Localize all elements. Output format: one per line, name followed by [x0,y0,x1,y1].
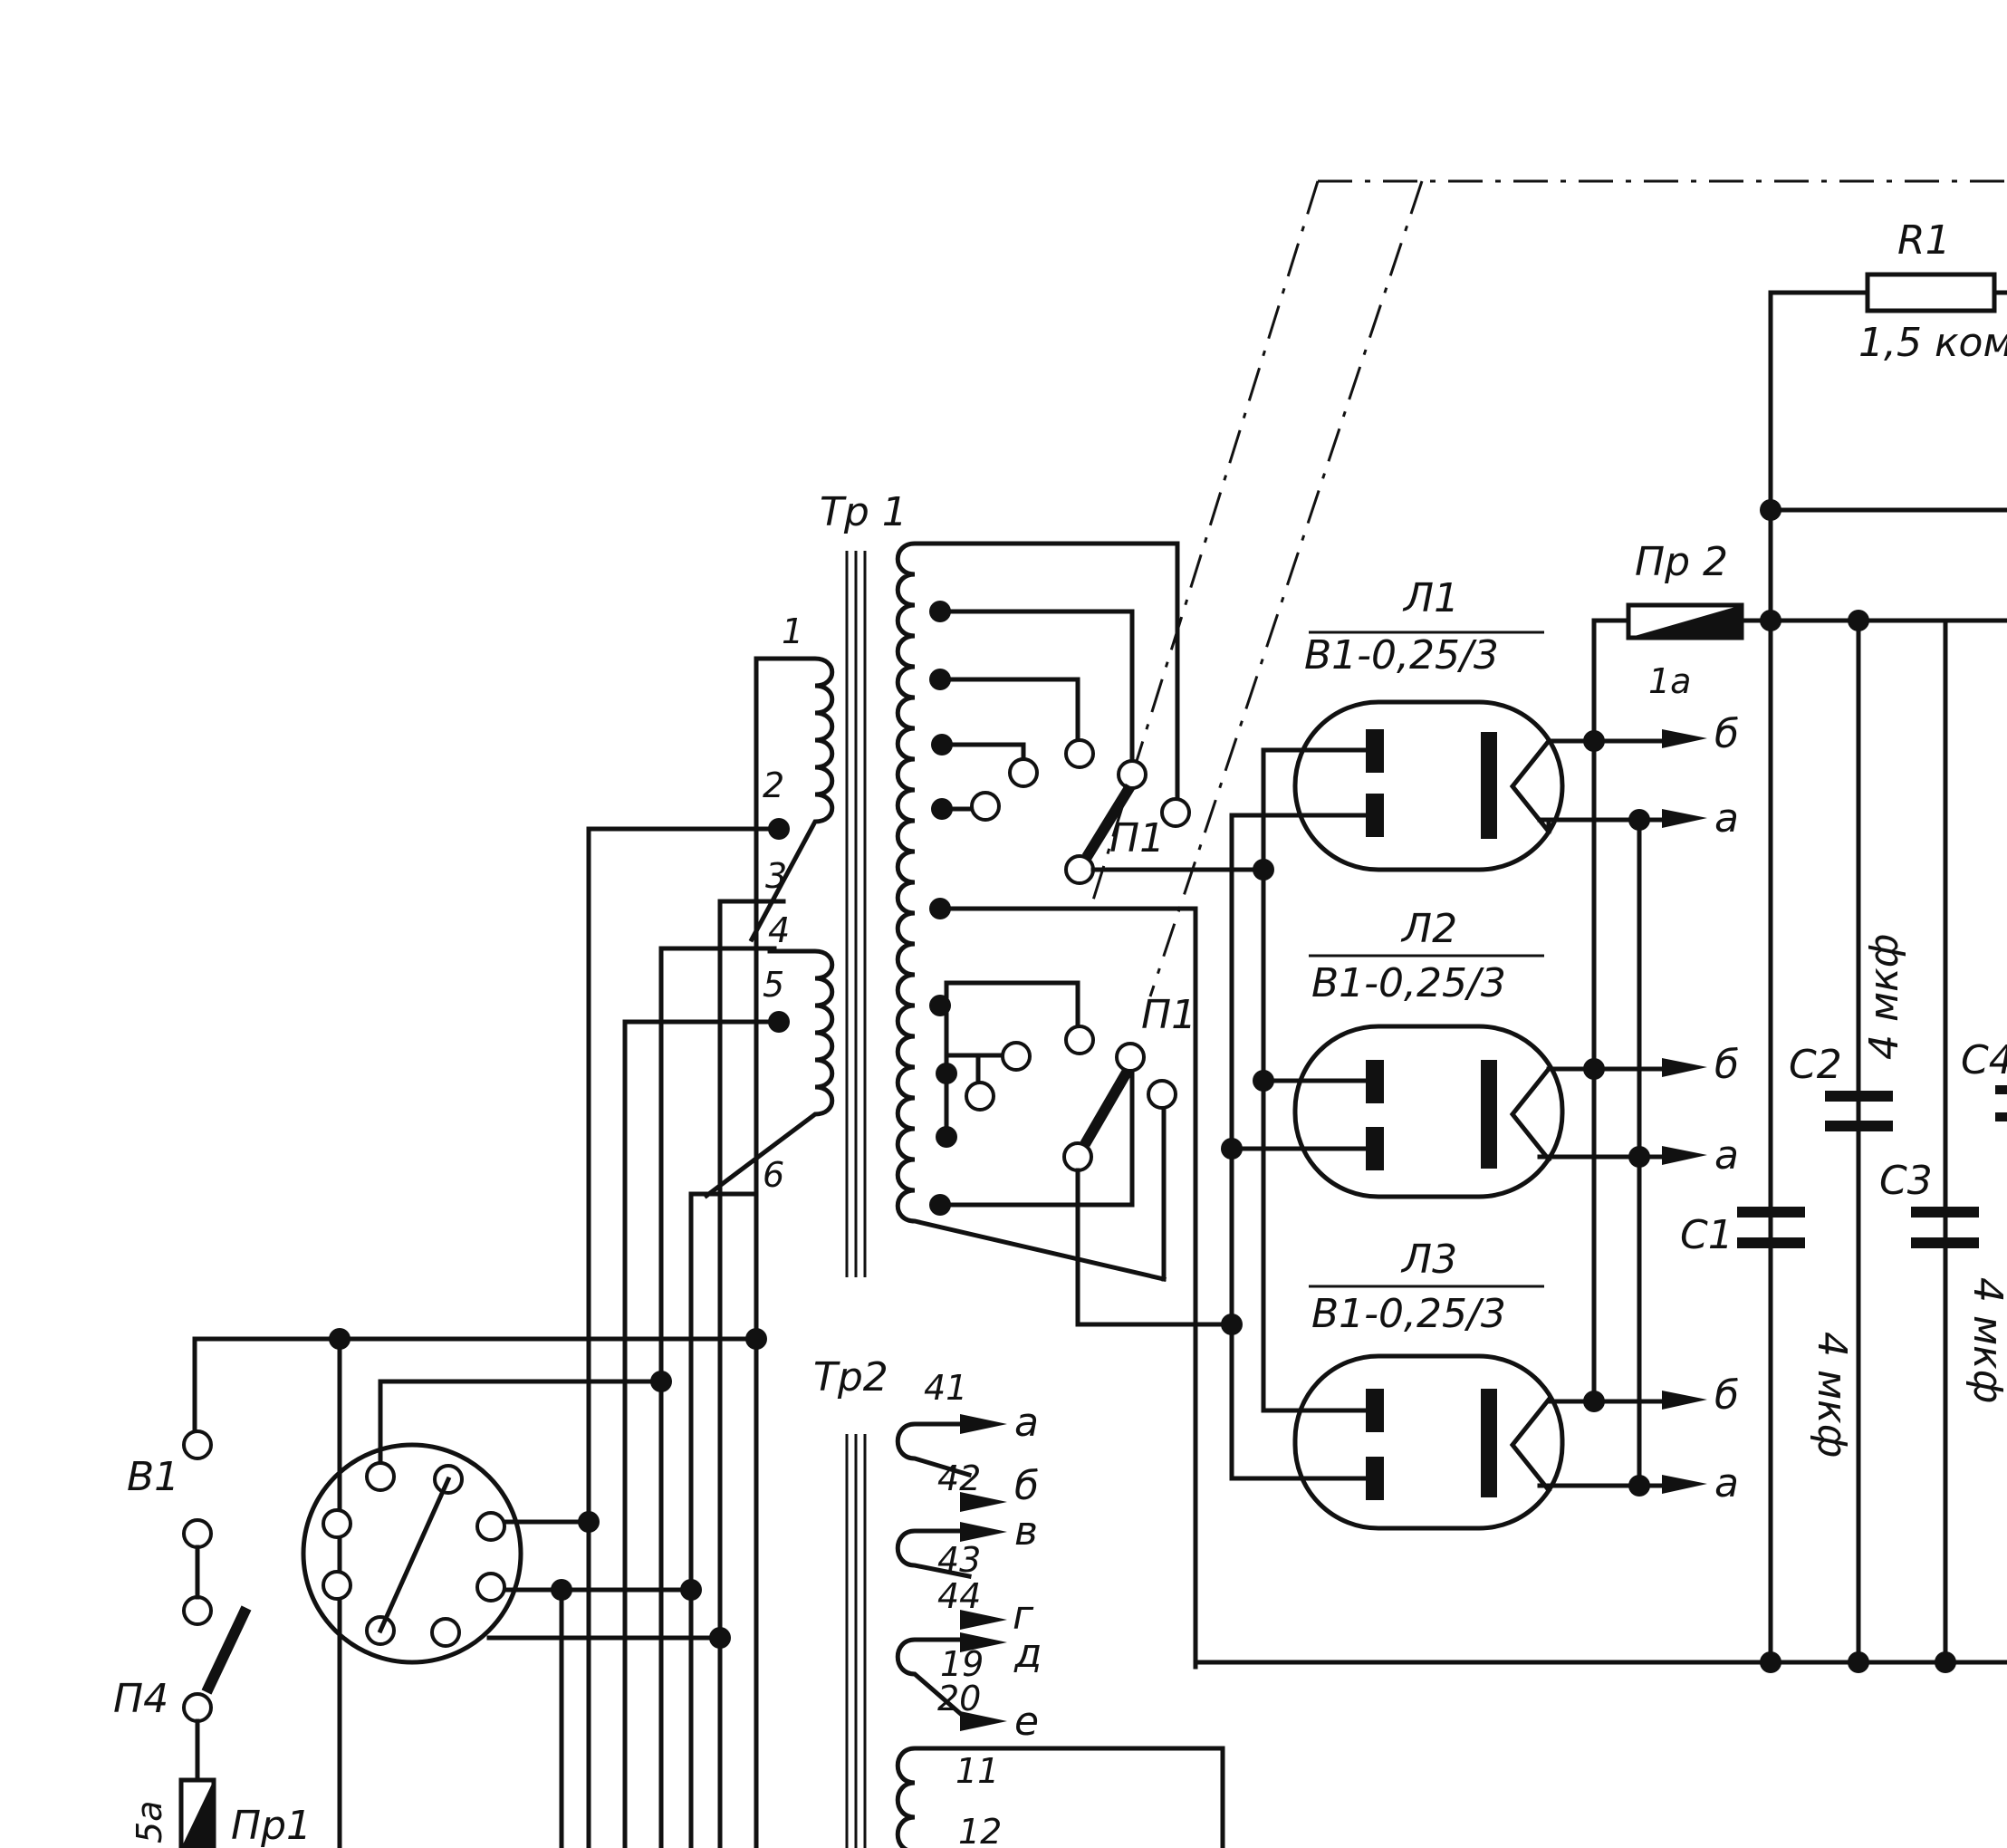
primary-tap-wiring [192,818,790,1848]
switch-p4[interactable]: П4 [113,1605,252,1783]
pr2-tag-label: 1а [1648,661,1691,701]
l1-type-label: В1-0,25/3 [1304,632,1499,679]
tr2-tap-41-label: 41 [924,1368,967,1408]
tr2-tap-43-label: 43 [937,1540,981,1580]
c3-value-label: 4 мкф [1964,1277,2007,1403]
tube-outputs: б а б а б а [1662,711,1739,1506]
tr1-primary-winding-lower [703,948,835,1199]
c1-value-label: 4 мкф [1809,1332,1855,1458]
c1-label: С1 [1680,1212,1733,1258]
c4-label: С4 [1961,1037,2007,1083]
tr2-tap-20-label: 20 [937,1679,981,1718]
tr2-out-e-label: е [1014,1699,1039,1745]
tr2-tap-42-label: 42 [937,1458,981,1498]
tr2-out-a-label: а [1014,1400,1039,1446]
pr1-label: Пр1 [231,1803,312,1848]
capacitor-c3: С3 4 мкф [1879,618,2007,1673]
l2-output-b-label: б [1714,1042,1739,1088]
tr1-label: Тр 1 [820,489,907,535]
l3-output-a-label: а [1714,1460,1739,1506]
tr2-out-b-label: б [1014,1463,1039,1509]
tap-2-label: 2 [763,765,784,805]
l2-type-label: В1-0,25/3 [1311,960,1506,1006]
switch-linkage [1090,179,2007,997]
tr2-tap-12-label: 12 [958,1812,1002,1848]
capacitor-c1: С1 4 мкф [1680,1207,1855,1673]
voltage-selector-switch[interactable] [301,1442,523,1665]
l3-label: Л3 [1400,1237,1457,1283]
switch-p1-upper[interactable]: П1 [929,541,1274,885]
tr1-secondary-winding [895,541,1180,1283]
tap-6-label: 6 [763,1155,784,1195]
tr2-out-g-label: г [1013,1593,1034,1639]
tube-l3: Л3 В1-0,25/3 [1229,1237,1665,1531]
c3-label: С3 [1879,1158,1933,1204]
tube-bus-wiring [1193,618,2007,1665]
l2-label: Л2 [1400,906,1457,952]
l1-output-a-label: а [1714,795,1739,842]
fuse-pr1: Пр1 5а [130,1777,312,1848]
pr1-tag-label: 5а [130,1801,169,1843]
r1-label: R1 [1897,217,1951,264]
capacitor-c2: С2 4 мкф [1789,618,1907,1673]
tube-l2: Л2 В1-0,25/3 [1229,906,1665,1199]
tube-l1: Л1 В1-0,25/3 [1229,575,1665,872]
tr2-out-v-label: в [1014,1508,1038,1554]
p1-lower-label: П1 [1141,992,1196,1038]
tr2-label: Тр2 [813,1354,888,1400]
tr2-out-d-label: д [1013,1631,1042,1677]
capacitor-c4: С4 [1961,1037,2007,1121]
l3-output-b-label: б [1714,1372,1739,1419]
tap-5-label: 5 [763,965,784,1005]
resistor-r1: R1 1,5 ком [1760,217,2007,1665]
r1-value-label: 1,5 ком [1858,320,2007,366]
tr2-tap-44-label: 44 [937,1576,981,1616]
tr1-primary-winding-upper [748,656,835,943]
p1-upper-label: П1 [1109,815,1165,861]
c2-value-label: 4 мкф [1861,934,1907,1060]
transformer-tr2: Тр2 41 42 43 44 19 20 11 12 а б в г д е [813,1354,1225,1848]
switch-p1-lower[interactable]: П1 [929,898,1243,1670]
power-switch-v1[interactable]: В1 [127,1429,213,1626]
fuse-pr2: Пр 2 1а [1591,539,2007,701]
tap-3-label: 3 [765,856,787,896]
l1-label: Л1 [1402,575,1459,621]
tr2-tap-19-label: 19 [940,1644,984,1684]
tr2-tap-11-label: 11 [955,1751,999,1791]
c2-label: С2 [1789,1042,1842,1088]
tap-1-label: 1 [782,611,803,651]
v1-label: В1 [127,1454,179,1500]
tap-4-label: 4 [768,910,790,950]
p4-label: П4 [113,1676,168,1722]
transformer-tr1: Тр 1 1 2 3 4 5 6 [703,489,1180,1848]
l1-output-b-label: б [1714,711,1739,757]
l2-output-a-label: а [1714,1132,1739,1179]
l3-type-label: В1-0,25/3 [1311,1291,1506,1337]
pr2-label: Пр 2 [1635,539,1728,585]
